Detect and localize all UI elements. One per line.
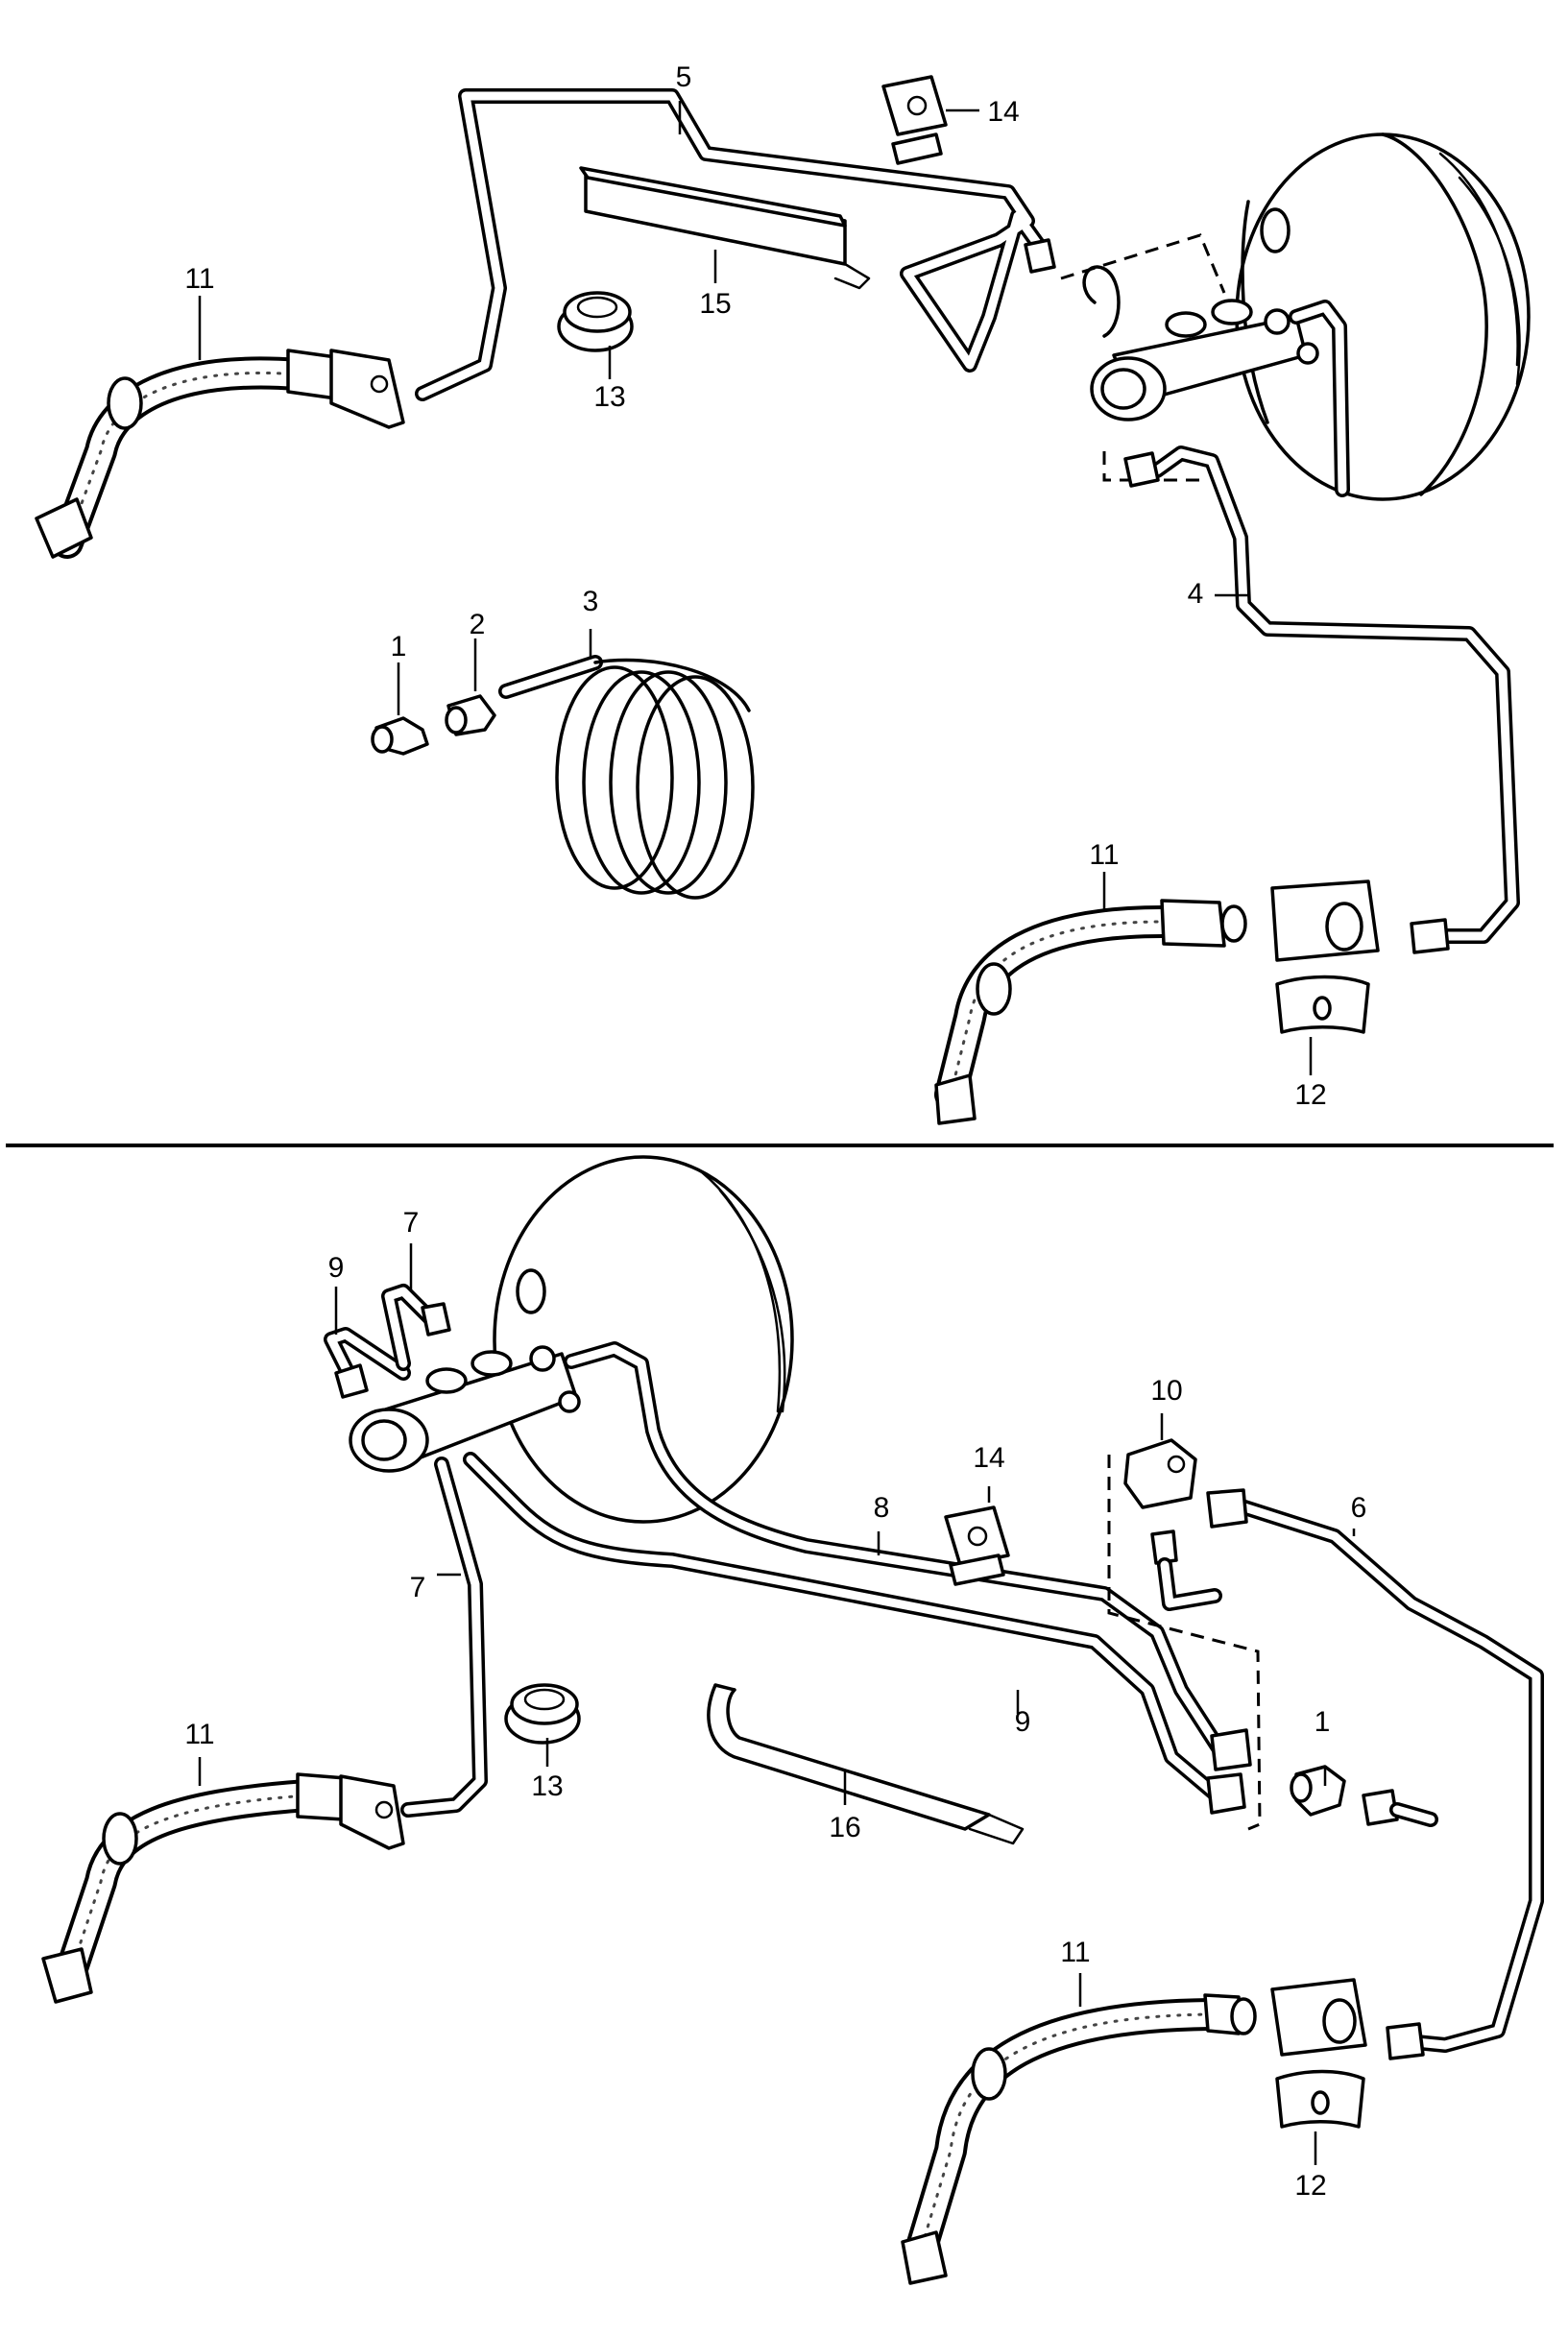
callout-14-top: 14	[987, 96, 1019, 128]
callout-1-bottom: 1	[1315, 1706, 1331, 1738]
callout-7-bottom-upper: 7	[403, 1207, 420, 1239]
clip-14-bottom	[944, 1505, 1010, 1586]
callout-14-bottom: 14	[973, 1442, 1004, 1474]
brake-line-9-upper	[324, 1327, 411, 1399]
brake-line-9-lower	[463, 1452, 1246, 1815]
master-cylinder-top	[1082, 265, 1319, 421]
callout-1-top: 1	[391, 631, 407, 662]
brake-hose-11-bottom-right	[901, 1993, 1257, 2285]
heat-shield-15	[579, 166, 871, 290]
callout-3-top: 3	[583, 586, 599, 617]
brake-line-5	[415, 88, 1056, 401]
callout-6-bottom: 6	[1351, 1492, 1367, 1524]
pipe-coil-3	[498, 655, 755, 900]
callout-13-bottom: 13	[531, 1770, 563, 1802]
callout-4-top: 4	[1188, 578, 1204, 610]
brake-line-7-upper	[381, 1284, 451, 1371]
connector-dashed-top-2	[1102, 451, 1200, 482]
union-nut-2-top	[445, 694, 496, 736]
brake-line-4	[1123, 446, 1520, 954]
callout-8-bottom: 8	[874, 1492, 890, 1524]
callout-10-bottom: 10	[1150, 1375, 1182, 1407]
callout-2-top: 2	[470, 609, 486, 640]
brake-hose-11-top-right	[934, 899, 1247, 1125]
brake-line-6	[1206, 1488, 1544, 2060]
brake-hose-11-top-left	[35, 349, 405, 559]
connector-dashed-top-1	[1060, 233, 1226, 294]
callout-9-bottom-lower: 9	[1015, 1706, 1031, 1738]
callout-12-bottom: 12	[1294, 2170, 1326, 2202]
callout-11-bottom-left: 11	[184, 1719, 214, 1750]
callout-11-top-left: 11	[184, 263, 214, 295]
callout-15-top: 15	[699, 288, 731, 320]
callout-12-top: 12	[1294, 1079, 1326, 1111]
heat-shield-16	[707, 1683, 1025, 1845]
bracket-12-top	[1270, 879, 1380, 1034]
connector-dashed-bottom-1	[1107, 1455, 1262, 1831]
clip-14-top	[881, 75, 948, 165]
leader-lines	[198, 101, 1356, 2165]
callout-7-bottom-lower: 7	[410, 1572, 426, 1603]
union-nut-1-bottom	[1290, 1765, 1438, 1827]
brake-booster-bottom	[493, 1155, 794, 1524]
brake-line-booster-right-top	[1289, 300, 1350, 497]
master-cylinder-bottom	[349, 1345, 581, 1473]
brake-hose-11-bottom-left	[41, 1772, 405, 2004]
callout-11-top-right: 11	[1089, 839, 1119, 871]
brake-line-7-lower	[400, 1457, 488, 1818]
callout-9-bottom-upper: 9	[328, 1252, 345, 1284]
callout-13-top: 13	[593, 381, 625, 413]
grommet-13-top	[557, 291, 634, 352]
brake-line-8	[564, 1341, 1252, 1771]
callout-11-bottom-right: 11	[1060, 1937, 1090, 1968]
callout-5-top: 5	[676, 61, 692, 93]
bracket-12-bottom	[1270, 1978, 1367, 2129]
callout-16-bottom: 16	[829, 1812, 860, 1843]
tee-piece-10	[1123, 1438, 1222, 1611]
grommet-13-bottom	[504, 1683, 581, 1745]
union-nut-1-top	[371, 716, 429, 756]
